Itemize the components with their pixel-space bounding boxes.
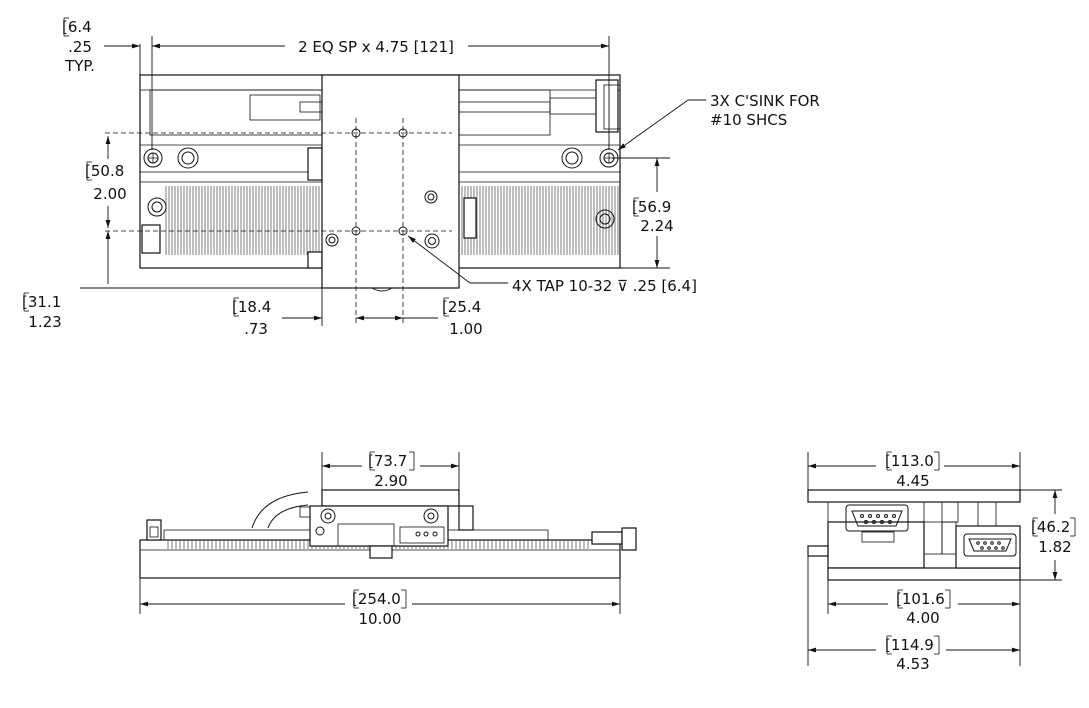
csink-hole-left [143,148,163,168]
spacing-label: 2 EQ SP x 4.75 [121] [298,38,454,56]
edge-offset-typ: TYP. [64,57,95,75]
carriage-front [321,489,460,507]
dim-254-in: 10.00 [359,610,402,628]
end-block [595,79,619,133]
tap-note: 4X TAP 10-32 ⊽ .25 [6.4] [512,277,697,295]
dim-113-in: 4.45 [896,472,929,490]
end-view-base [827,567,1021,581]
dim-73-7-mm: [73.7 [368,452,407,470]
heatsink-fins-left [165,186,320,255]
front-view: [73.7 2.90 [254.0 10.00 [139,451,637,628]
dim-101-6-in: 4.00 [906,609,939,627]
dim-114-9-in: 4.53 [896,655,929,673]
end-view: [113.0 4.45 [46.2 1.82 [101.6 4.00 [807,451,1076,673]
db9-connector-lower [963,533,1017,557]
dim-254-mm: [254.0 [352,590,401,608]
dim-18-4-mm: [18.4 [232,298,271,316]
csink-note-line2: #10 SHCS [710,111,787,129]
dim-46-2-mm: [46.2 [1031,518,1070,536]
dim-50-8-in: 2.00 [93,185,126,203]
carriage-top [321,74,460,289]
dim-101-6-mm: [101.6 [896,590,945,608]
dim-25-4-in: 1.00 [449,320,482,338]
dim-18-4-in: .73 [244,320,268,338]
db9-connector-upper [845,504,909,532]
end-view-top-plate [807,489,1021,503]
dim-46-2-in: 1.82 [1038,538,1071,556]
edge-offset-in: .25 [68,38,92,56]
dim-56-9-mm: [56.9 [632,198,671,216]
dim-56-9-in: 2.24 [640,217,673,235]
dim-50-8-mm: [50.8 [85,162,124,180]
dim-113-mm: [113.0 [885,452,934,470]
dim-25-4-mm: [25.4 [442,298,481,316]
dim-31-1-mm: [31.1 [22,293,61,311]
csink-note-line1: 3X C'SINK FOR [710,92,820,110]
top-view: 2 EQ SP x 4.75 [121] [6.4 .25 TYP. 3X C'… [22,17,820,338]
dim-31-1-in: 1.23 [28,313,61,331]
dim-73-7-in: 2.90 [374,472,407,490]
dim-114-9-mm: [114.9 [885,636,934,654]
edge-offset-mm: [6.4 [62,18,92,36]
